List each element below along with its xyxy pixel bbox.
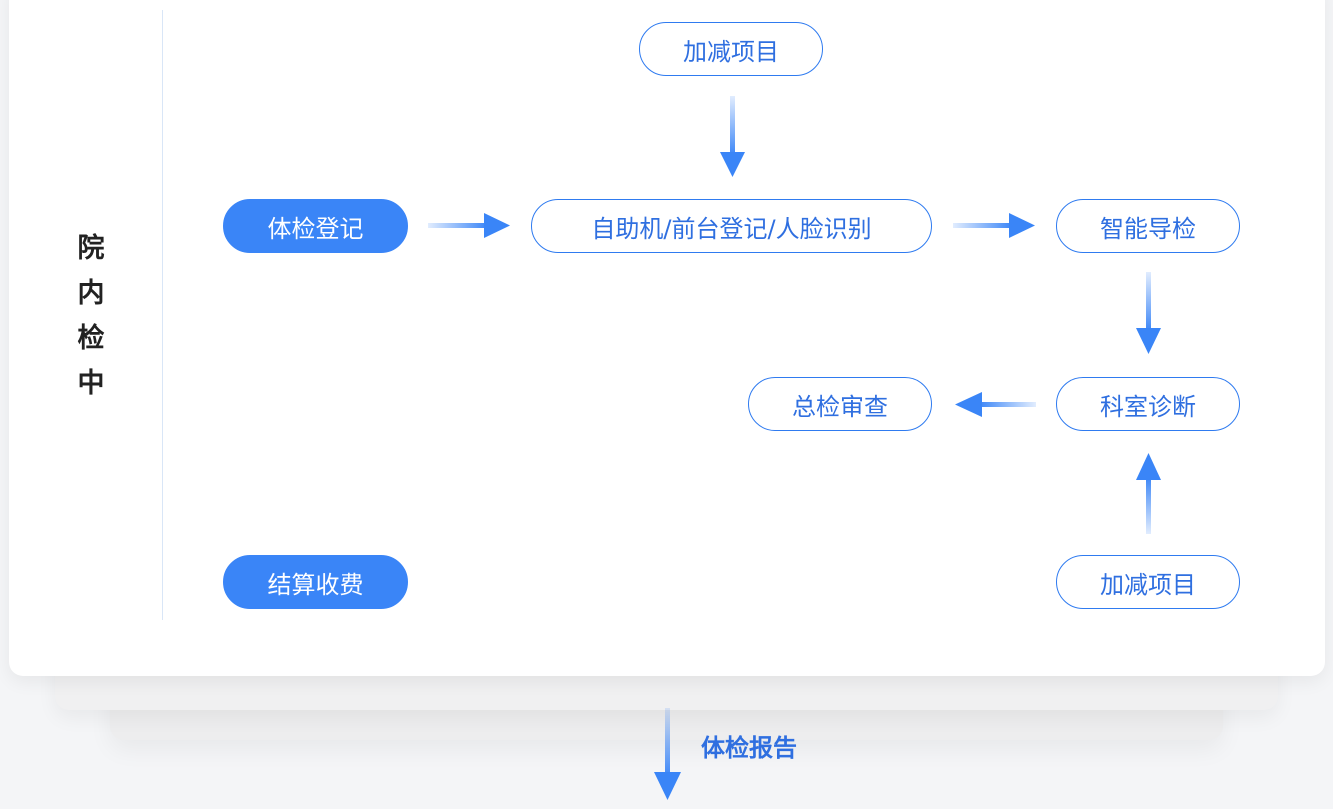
vertical-divider [162, 10, 163, 620]
arrow-right-2 [953, 213, 1035, 238]
arrow-down-1 [720, 96, 745, 177]
section-title-char: 院 [77, 233, 105, 264]
arrow-left-1 [955, 392, 1036, 417]
node-self-service-register[interactable]: 自助机/前台登记/人脸识别 [531, 199, 932, 253]
node-add-items-top[interactable]: 加减项目 [639, 22, 823, 76]
arrow-right-1 [428, 213, 510, 238]
node-checkup-register[interactable]: 体检登记 [223, 199, 408, 253]
arrow-up-1 [1136, 453, 1161, 534]
section-title: 院 内 检 中 [70, 226, 112, 406]
node-add-items-bottom[interactable]: 加减项目 [1056, 555, 1240, 609]
report-label: 体检报告 [701, 734, 797, 762]
section-title-char: 内 [77, 278, 105, 309]
section-title-char: 检 [77, 323, 105, 354]
node-smart-guide[interactable]: 智能导检 [1056, 199, 1240, 253]
node-department-diagnosis[interactable]: 科室诊断 [1056, 377, 1240, 431]
node-settlement[interactable]: 结算收费 [223, 555, 408, 609]
section-title-char: 中 [77, 368, 105, 399]
arrow-down-2 [1136, 272, 1161, 354]
node-general-review[interactable]: 总检审查 [748, 377, 932, 431]
arrow-down-report [654, 708, 681, 800]
